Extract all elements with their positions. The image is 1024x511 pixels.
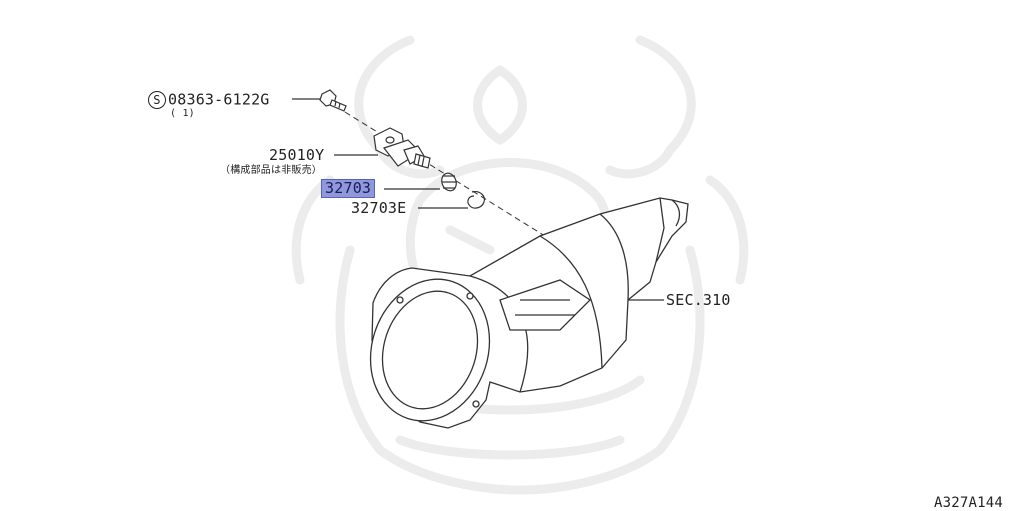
bolt-part [319, 89, 347, 112]
speed-sensor-part [373, 127, 431, 169]
sensor-part-number[interactable]: 25010Y [269, 146, 325, 164]
section-reference[interactable]: SEC.310 [666, 291, 731, 309]
gear-part-number[interactable]: 32703 [321, 179, 376, 198]
transmission-assembly [369, 197, 689, 429]
s-symbol: S [148, 91, 166, 109]
sensor-note: （構成部品は非販売） [220, 165, 322, 176]
clip-part [467, 191, 485, 209]
gear-part [441, 172, 457, 192]
clip-part-number[interactable]: 32703E [351, 199, 407, 217]
bolt-part-number[interactable]: 08363-6122G [168, 90, 270, 109]
figure-code: A327A144 [934, 495, 1004, 511]
bolt-quantity: ( 1) [170, 108, 195, 119]
